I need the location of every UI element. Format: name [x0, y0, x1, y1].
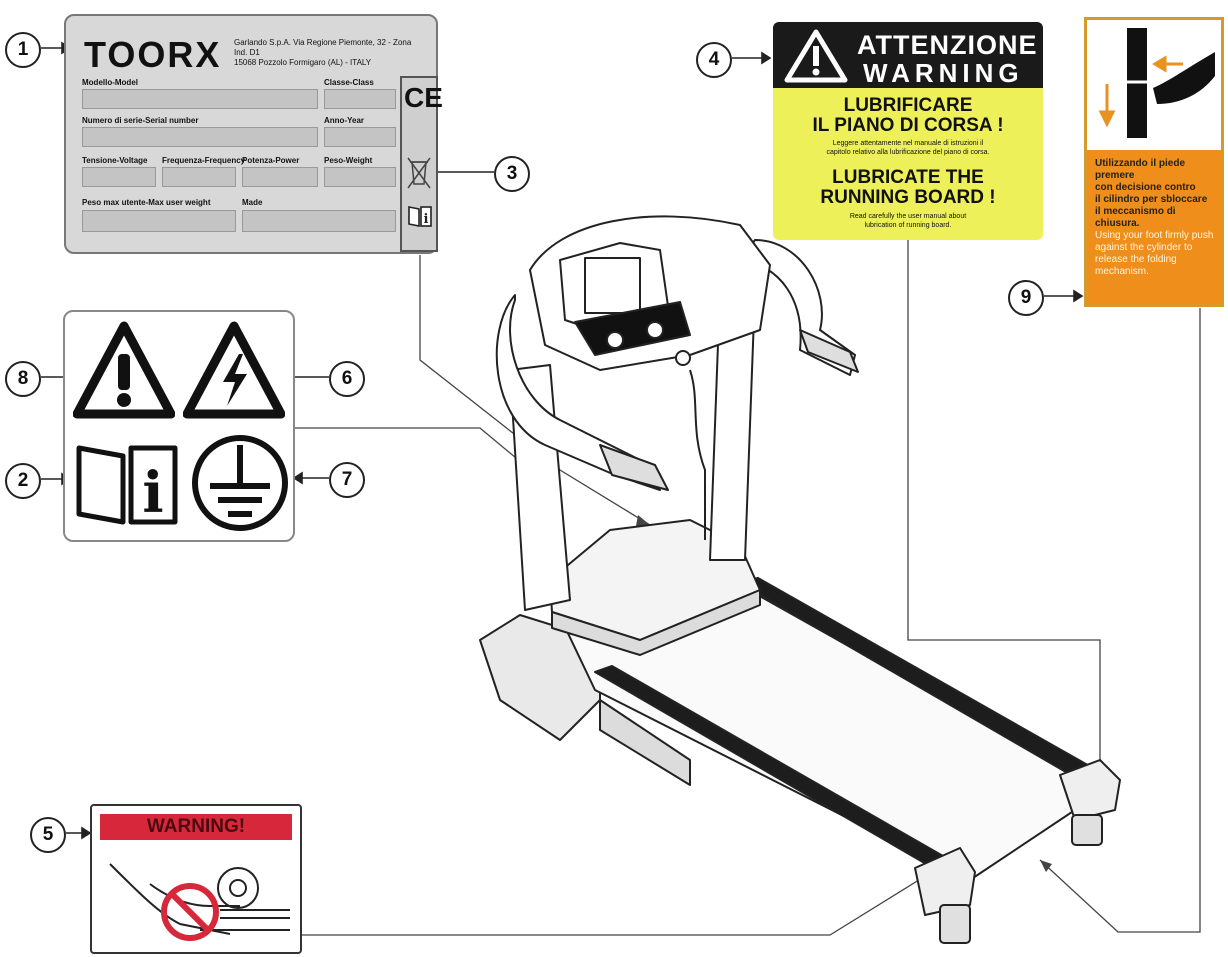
callout-3: 3	[494, 156, 530, 192]
field-label-power: Potenza-Power	[242, 156, 300, 165]
crossed-bin-icon	[407, 157, 431, 189]
field-label-year: Anno-Year	[324, 116, 365, 125]
heading-it-line-1: LUBRIFICARE	[843, 95, 973, 116]
field-box-frequency	[162, 167, 236, 187]
manufacturer-address: Garlando S.p.A. Via Regione Piemonte, 32…	[234, 38, 424, 68]
ce-mark: CE	[404, 82, 443, 113]
text-en-line-1: Read carefully the user manual about	[849, 213, 967, 220]
no-hands-roller-icon	[109, 863, 290, 941]
read-manual-icon: i	[76, 445, 178, 526]
field-box-model	[82, 89, 318, 109]
field-box-year	[324, 127, 396, 147]
electric-hazard-icon	[183, 321, 285, 419]
field-box-weight	[324, 167, 396, 187]
warning-title: WARNING!	[146, 816, 246, 837]
it-line-3: il cilindro per sbloccare	[1095, 194, 1208, 205]
en-line-2: against the cylinder to	[1095, 242, 1193, 253]
safety-symbols-label: i	[63, 310, 295, 542]
it-line-2: con decisione contro	[1095, 182, 1196, 193]
text-it-line-1: Leggere attentamente nel manuale di istr…	[832, 140, 984, 147]
warning-title-en: WARNING	[863, 58, 1024, 88]
warning-triangle-icon	[784, 29, 848, 83]
warning-title-it: ATTENZIONE	[857, 30, 1038, 60]
address-line-1: Garlando S.p.A. Via Regione Piemonte, 32…	[234, 38, 412, 57]
text-it-line-2: capitolo relativo alla lubrificazione de…	[826, 149, 990, 156]
ground-symbol-icon	[192, 435, 288, 531]
callout-2: 2	[5, 463, 41, 499]
instructions-it: Utilizzando il piede premere con decisio…	[1095, 158, 1217, 230]
callout-8: 8	[5, 361, 41, 397]
general-warning-icon	[73, 321, 175, 419]
callout-7: 7	[329, 462, 365, 498]
field-box-max-user-weight	[82, 210, 236, 232]
callout-4: 4	[696, 42, 732, 78]
field-label-max-user-weight: Peso max utente-Max user weight	[82, 198, 211, 207]
brand-logo: TOORX	[84, 34, 222, 75]
callout-1: 1	[5, 32, 41, 68]
en-line-1: Using your foot firmly push	[1095, 230, 1214, 241]
field-box-power	[242, 167, 318, 187]
heading-en-line-2: RUNNING BOARD !	[820, 187, 996, 208]
field-box-class	[324, 89, 396, 109]
it-line-4: il meccanismo di chiusura.	[1095, 206, 1176, 229]
field-box-voltage	[82, 167, 156, 187]
text-en-line-2: lubrication of running board.	[864, 222, 952, 229]
svg-text:i: i	[142, 460, 163, 526]
field-label-serial: Numero di serie-Serial number	[82, 116, 199, 125]
instructions-en: Using your foot firmly push against the …	[1095, 230, 1217, 278]
svg-text:i: i	[424, 212, 429, 227]
en-line-3: release the folding	[1095, 254, 1177, 265]
callout-9: 9	[1008, 280, 1044, 316]
en-line-4: mechanism.	[1095, 266, 1149, 277]
field-label-voltage: Tensione-Voltage	[82, 156, 148, 165]
field-label-made: Made	[242, 198, 263, 207]
lubrication-warning-label: ATTENZIONE WARNING LUBRIFICARE IL PIANO …	[773, 22, 1043, 240]
instructions-panel: Utilizzando il piede premere con decisio…	[1087, 150, 1221, 304]
heading-it-line-2: IL PIANO DI CORSA !	[812, 115, 1004, 136]
callout-6: 6	[329, 361, 365, 397]
field-box-made	[242, 210, 396, 232]
field-label-class: Classe-Class	[324, 78, 374, 87]
rating-plate-label: TOORX Garlando S.p.A. Via Regione Piemon…	[64, 14, 443, 254]
read-manual-small-icon: i	[408, 206, 432, 227]
warning-bar	[100, 814, 292, 840]
folding-mechanism-label: Utilizzando il piede premere con decisio…	[1084, 17, 1224, 307]
hands-warning-label: WARNING!	[90, 804, 302, 954]
address-line-2: 15068 Pozzolo Formigaro (AL) - ITALY	[234, 58, 372, 67]
field-box-serial	[82, 127, 318, 147]
field-label-weight: Peso-Weight	[324, 156, 373, 165]
it-line-1: Utilizzando il piede premere	[1095, 158, 1186, 181]
foot-push-cylinder-icon	[1098, 28, 1215, 138]
heading-en-line-1: LUBRICATE THE	[832, 167, 984, 188]
field-label-model: Modello-Model	[82, 78, 138, 87]
callout-5: 5	[30, 817, 66, 853]
field-label-frequency: Frequenza-Frequency	[162, 156, 246, 165]
